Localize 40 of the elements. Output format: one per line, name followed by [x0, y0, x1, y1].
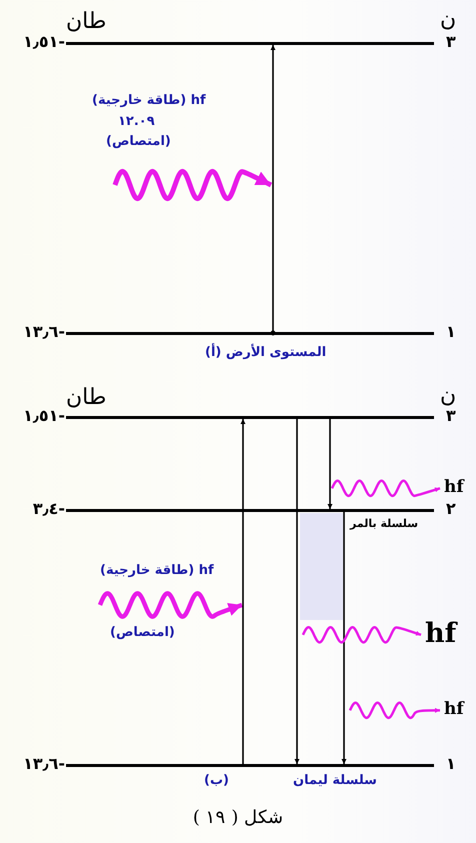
absorption-label: hf (طاقة خارجية) — [92, 94, 206, 108]
photon-energy-label: hf — [444, 478, 464, 497]
energy-value: ٣٫٤- — [32, 500, 65, 518]
figure-caption: شكل ( ١٩ ) — [192, 808, 284, 828]
transition-arrow — [294, 419, 300, 764]
column-heading: ن — [440, 384, 456, 408]
series-label: سلسلة بالمر — [350, 518, 418, 530]
energy-value: ١٫٥١- — [23, 407, 65, 425]
absorption-label: hf (طاقة خارجية) — [100, 564, 214, 578]
energy-level-line — [66, 764, 434, 767]
photon-energy-label: hf — [444, 700, 464, 719]
shaded-band — [300, 513, 343, 620]
column-heading: طان — [66, 386, 106, 410]
quantum-number: ١ — [446, 755, 456, 773]
absorption-label: (امتصاص) — [106, 135, 171, 150]
emitted-photon-arrow — [348, 702, 440, 720]
series-label: سلسلة ليمان — [293, 774, 377, 788]
energy-level-line — [66, 42, 434, 45]
quantum-number: ١ — [446, 323, 456, 341]
quantum-number: ٣ — [446, 33, 456, 51]
panel-label: (ب) — [204, 774, 229, 788]
column-heading: طان — [66, 10, 106, 34]
column-heading: ن — [440, 8, 456, 32]
transition-arrow — [342, 512, 346, 764]
energy-value: ١٣٫٦- — [23, 755, 65, 773]
absorption-label: (امتصاص) — [110, 626, 175, 640]
emitted-photon-arrow — [330, 480, 440, 498]
photon-energy-label: hf — [425, 619, 456, 649]
energy-level-line — [66, 509, 434, 512]
energy-value: ١٣٫٦- — [23, 323, 65, 341]
energy-level-line — [66, 332, 434, 335]
transition-arrow — [328, 419, 332, 509]
emitted-photon-arrow — [302, 626, 422, 644]
quantum-number: ٣ — [446, 407, 456, 425]
energy-value: ١٫٥١- — [23, 33, 65, 51]
transition-arrow — [240, 419, 246, 764]
energy-value: ١٢.٠٩ — [118, 115, 155, 130]
transition-arrow — [270, 45, 276, 332]
quantum-number: ٢ — [446, 500, 456, 518]
energy-level-line — [66, 416, 434, 419]
